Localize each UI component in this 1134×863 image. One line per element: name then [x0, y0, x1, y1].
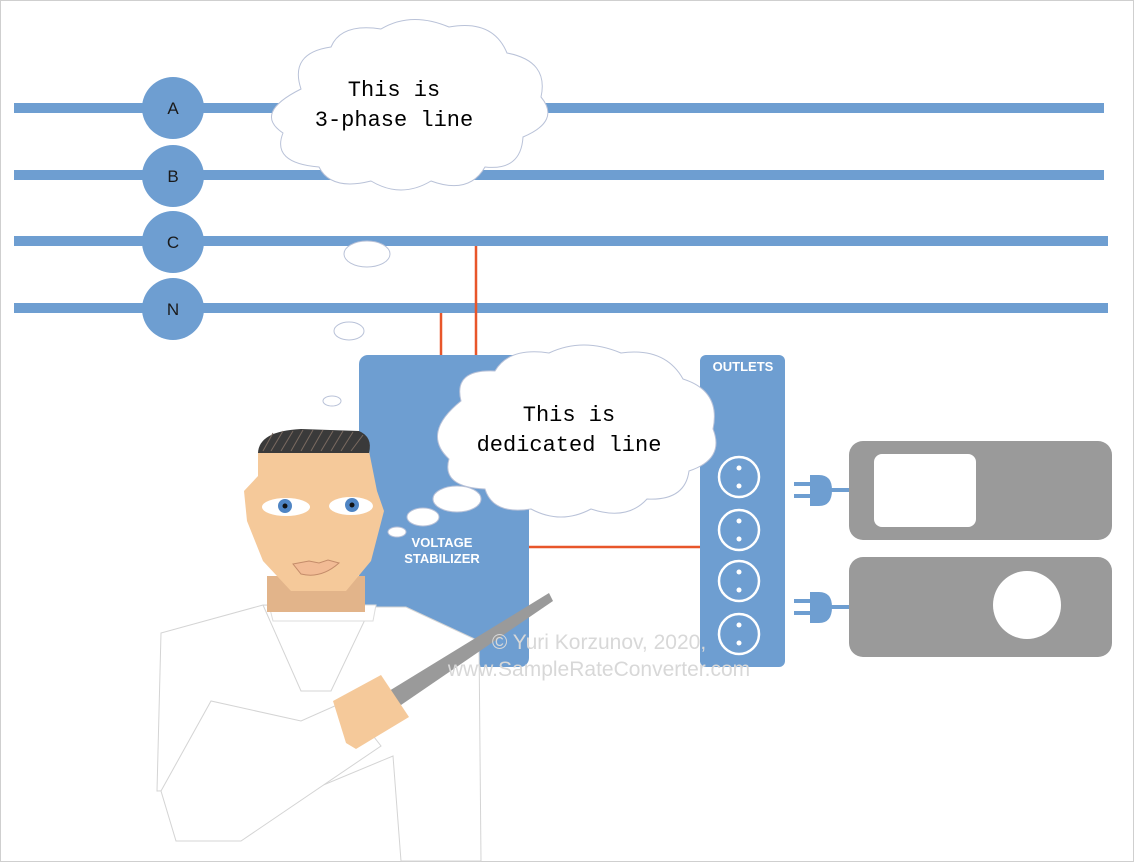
- bubble-dedicated-line2: dedicated line: [477, 433, 662, 458]
- dedicated-wires: [439, 246, 701, 549]
- plug-icon: [794, 592, 850, 623]
- outlet-socket: [717, 559, 761, 603]
- thought-dots: [322, 240, 391, 407]
- line-c: [14, 236, 1108, 246]
- bubble-dedicated-line1: This is: [523, 403, 615, 428]
- device-disc: [993, 571, 1061, 639]
- hair: [258, 429, 370, 453]
- outlet-strip: OUTLETS: [700, 355, 785, 667]
- phase-circle-a: [142, 77, 204, 139]
- outlets-title: OUTLETS: [713, 359, 774, 374]
- eye-icon: [262, 498, 310, 516]
- device-screen: [874, 454, 976, 527]
- bubble-three-phase-line1: This is: [348, 78, 440, 103]
- phase-label-c: C: [167, 233, 179, 252]
- copyright-line1: © Yuri Korzunov, 2020,: [492, 631, 706, 654]
- phase-circle-b: [142, 145, 204, 207]
- line-b: [14, 170, 1104, 180]
- stabilizer-label-line2: STABILIZER: [404, 551, 480, 566]
- stabilizer-label-line1: VOLTAGE: [412, 535, 473, 550]
- hand: [333, 675, 409, 749]
- head: [244, 451, 384, 591]
- presenter-figure: [156, 429, 553, 862]
- thought-bubble-dedicated: This is dedicated line: [387, 344, 717, 538]
- phase-label-n: N: [167, 300, 179, 319]
- device-player: [849, 557, 1112, 657]
- phase-circle-c: [142, 211, 204, 273]
- coat-lapel: [262, 604, 372, 692]
- eye-icon: [329, 497, 373, 515]
- plug-icon: [794, 475, 850, 506]
- device-monitor: [849, 441, 1112, 540]
- power-lines: [14, 103, 1108, 313]
- copyright-line2: www.SampleRateConverter.com: [447, 658, 750, 681]
- line-n: [14, 303, 1108, 313]
- phase-label-b: B: [167, 167, 178, 186]
- phase-markers: A B C N: [142, 77, 204, 340]
- copyright-watermark: © Yuri Korzunov, 2020, www.SampleRateCon…: [447, 631, 750, 681]
- outlet-socket: [717, 612, 761, 656]
- bubble-three-phase-line2: 3-phase line: [315, 108, 473, 133]
- outlet-socket: [717, 508, 761, 552]
- line-a: [14, 103, 1104, 113]
- mouth: [292, 559, 341, 576]
- thought-bubble-three-phase: This is 3-phase line: [271, 18, 549, 191]
- outlet-socket: [717, 455, 761, 499]
- pointer-stick: [389, 593, 553, 705]
- phase-label-a: A: [167, 99, 179, 118]
- phase-circle-n: [142, 278, 204, 340]
